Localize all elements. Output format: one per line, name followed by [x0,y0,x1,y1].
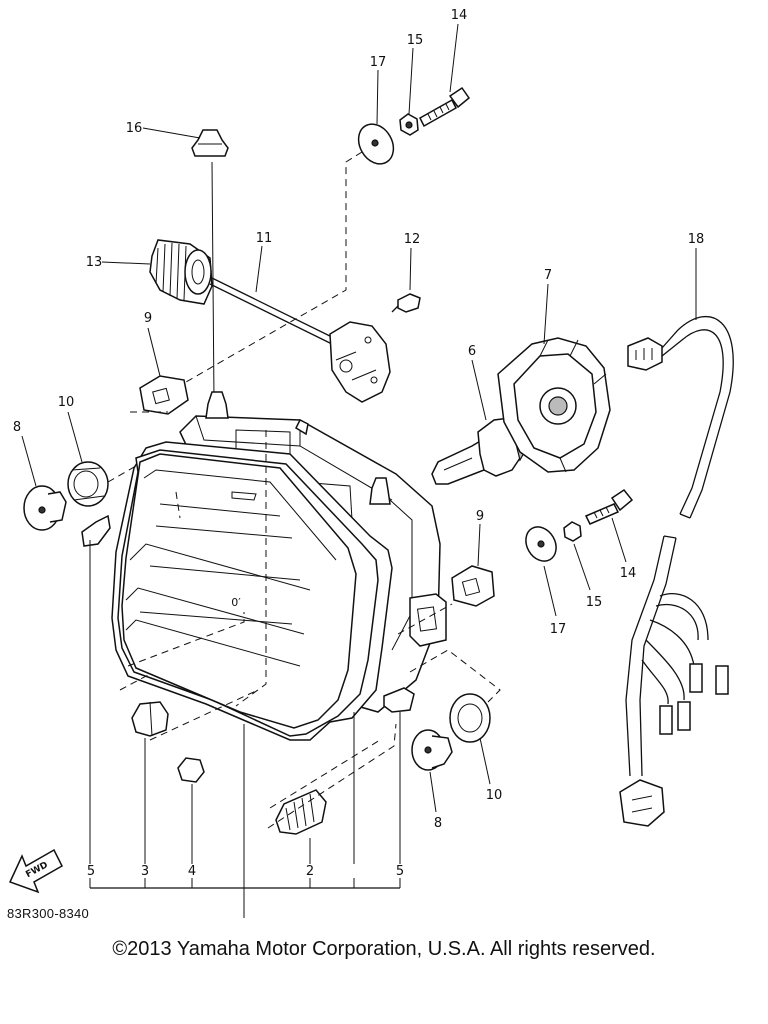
part-9-bush-left [139,375,189,415]
callout-17-top: 17 [370,55,387,70]
callout-15-top: 15 [407,33,424,48]
part-15-nut-right [563,521,582,542]
diagram-code: 83R300-8340 [7,906,90,921]
part-8-knob-right [411,729,453,771]
callout-13: 13 [86,255,103,270]
part-16-grommet [191,129,229,157]
part-2-spring [275,789,327,835]
callout-2: 2 [306,864,314,879]
bottom-bracket [89,540,401,918]
callout-3: 3 [141,864,149,879]
part-17-washer-top [357,123,395,165]
callout-6: 6 [468,344,476,359]
copyright-notice: ©2013 Yamaha Motor Corporation, U.S.A. A… [112,938,656,960]
part-10-cap-right [449,693,491,743]
callout-5-right: 5 [396,864,404,879]
callout-5-left: 5 [87,864,95,879]
callout-18: 18 [688,232,705,247]
callout-14-right: 14 [620,566,637,581]
part-14-bolt-top [419,86,471,128]
part-7-bulb-cover [497,337,611,473]
headlight-housing [111,391,447,741]
callout-9-left: 9 [144,311,152,326]
part-18-wire-harness [619,315,734,827]
part-5-clip-left [81,514,111,547]
part-9-bush-right [451,565,495,607]
part-10-cap-left [67,461,109,507]
fwd-arrow-icon: FWD [8,848,63,894]
callout-9-right: 9 [476,509,484,524]
callout-4: 4 [188,864,196,879]
callout-12: 12 [404,232,421,247]
callout-10-left: 10 [58,395,75,410]
callout-7: 7 [544,268,552,283]
part-3-bulb-socket [131,701,169,737]
lens-mark: 0′ [231,596,241,609]
part-4-pilot-bulb [177,757,205,783]
callout-8-right: 8 [434,816,442,831]
part-12-screw [391,293,421,313]
part-17-washer-right [525,526,557,562]
callout-11: 11 [256,231,273,246]
callout-8-left: 8 [13,420,21,435]
callout-16: 16 [126,121,143,136]
part-5-clip-right [383,687,415,713]
part-13-adjuster-knob [149,239,213,305]
part-8-knob-left [23,485,67,531]
callout-15-right: 15 [586,595,603,610]
part-15-nut-top [399,113,419,136]
callout-14-top: 14 [451,8,468,23]
callout-10-right: 10 [486,788,503,803]
part-11-adjusting-rod [209,277,391,403]
callout-17-right: 17 [550,622,567,637]
part-14-bolt-right [584,488,634,525]
